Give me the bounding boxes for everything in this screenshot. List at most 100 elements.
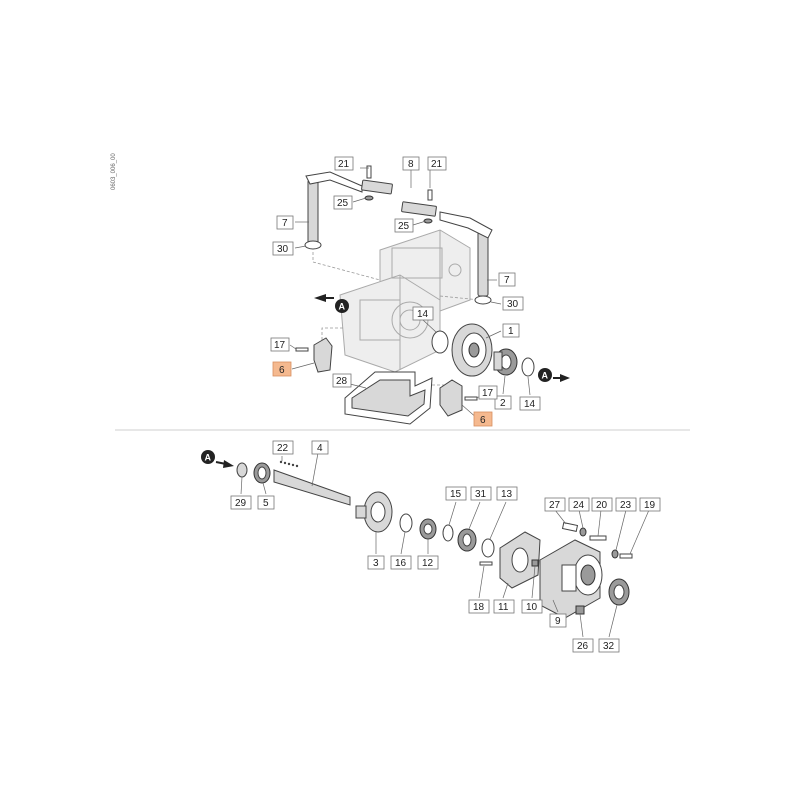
callout-25-right: 25 <box>394 218 414 233</box>
callout-16: 16 <box>390 555 412 570</box>
tray <box>344 371 433 425</box>
svg-text:32: 32 <box>603 641 615 652</box>
bolt-17-right <box>464 396 478 401</box>
upper-assembly: A A <box>289 165 570 425</box>
bearing-31 <box>457 528 477 552</box>
callout-14-upper: 14 <box>412 306 434 321</box>
svg-text:20: 20 <box>596 500 608 511</box>
callout-20: 20 <box>591 497 613 512</box>
svg-text:11: 11 <box>498 602 509 613</box>
svg-text:A: A <box>542 371 549 381</box>
bearing-32 <box>608 578 630 606</box>
plate-left <box>361 179 393 195</box>
washer-24 <box>579 527 587 537</box>
callout-13: 13 <box>496 486 518 501</box>
callout-1: 1 <box>502 323 520 338</box>
svg-text:6: 6 <box>279 365 285 376</box>
svg-text:31: 31 <box>475 489 487 500</box>
bolt-17-left <box>295 347 309 352</box>
assembly-line <box>321 327 345 340</box>
svg-text:12: 12 <box>422 558 434 569</box>
svg-text:28: 28 <box>336 376 348 387</box>
svg-text:23: 23 <box>620 500 632 511</box>
assembly-line <box>439 295 481 301</box>
callout-8: 8 <box>402 156 420 171</box>
bolt-18 <box>479 561 493 566</box>
svg-text:30: 30 <box>277 244 289 255</box>
svg-text:2: 2 <box>500 398 506 409</box>
section-marker-a-right: A <box>538 368 570 382</box>
svg-text:19: 19 <box>644 500 656 511</box>
callout-23: 23 <box>615 497 637 512</box>
callout-30-left: 30 <box>272 241 294 256</box>
svg-text:A: A <box>339 302 346 312</box>
section-marker-a-upper: A <box>314 294 349 313</box>
svg-text:14: 14 <box>524 399 536 410</box>
svg-text:3: 3 <box>373 558 379 569</box>
bolt-19 <box>619 553 633 559</box>
callout-17-left: 17 <box>270 337 290 352</box>
callout-22: 22 <box>272 440 294 455</box>
svg-text:25: 25 <box>398 221 410 232</box>
section-marker-a-lower: A <box>201 450 234 468</box>
pin-27 <box>561 522 579 532</box>
callout-21-right: 21 <box>427 156 447 171</box>
svg-text:21: 21 <box>431 159 443 170</box>
callout-27: 27 <box>544 497 566 512</box>
washer-25-left <box>364 195 374 201</box>
svg-text:5: 5 <box>263 498 269 509</box>
svg-text:4: 4 <box>317 443 323 454</box>
oring-14-right <box>521 357 535 377</box>
svg-text:17: 17 <box>482 388 494 399</box>
lever-left <box>304 171 363 250</box>
bolt-20 <box>589 535 607 541</box>
plate-11 <box>499 531 541 589</box>
callout-28: 28 <box>332 373 352 388</box>
callout-5: 5 <box>257 495 275 510</box>
svg-text:7: 7 <box>282 218 288 229</box>
pulley <box>451 323 493 377</box>
bolt-21-left <box>366 165 372 179</box>
callout-7-left: 7 <box>276 215 294 230</box>
callout-19: 19 <box>639 497 661 512</box>
svg-text:1: 1 <box>508 326 514 337</box>
callout-3: 3 <box>367 555 385 570</box>
lower-assembly: A <box>201 450 650 638</box>
svg-text:10: 10 <box>526 602 538 613</box>
svg-text:27: 27 <box>549 500 561 511</box>
gearbox-housing <box>339 229 471 373</box>
washer-25-right <box>423 218 433 224</box>
svg-text:6: 6 <box>480 415 486 426</box>
callout-21-left: 21 <box>334 156 354 171</box>
svg-text:A: A <box>205 453 212 463</box>
callout-12: 12 <box>417 555 439 570</box>
svg-text:22: 22 <box>277 443 289 454</box>
svg-text:30: 30 <box>507 299 519 310</box>
svg-text:16: 16 <box>395 558 407 569</box>
callout-11: 11 <box>493 599 515 614</box>
svg-text:29: 29 <box>235 498 247 509</box>
callout-6-right-highlighted: 6 <box>473 411 493 427</box>
callout-14-right: 14 <box>519 396 541 411</box>
plate-right <box>401 201 437 217</box>
shaft-4 <box>273 469 351 506</box>
washer-15 <box>442 524 454 542</box>
callout-7-right: 7 <box>498 272 516 287</box>
svg-text:17: 17 <box>274 340 286 351</box>
callout-30-right: 30 <box>502 296 524 311</box>
callout-31: 31 <box>470 486 492 501</box>
callout-32: 32 <box>598 638 620 653</box>
callout-2: 2 <box>494 395 512 410</box>
spring-12 <box>419 518 437 540</box>
callout-24: 24 <box>568 497 590 512</box>
oring-14-upper <box>431 330 449 354</box>
callout-6-left-highlighted: 6 <box>272 361 292 377</box>
screw-10 <box>531 559 539 567</box>
drawing-code: 0603_006_00 <box>111 153 117 190</box>
callout-10: 10 <box>521 599 543 614</box>
upper-callouts: 21 8 21 25 25 7 7 30 30 14 1 2 14 17 17 … <box>270 156 541 427</box>
plug-26 <box>575 605 585 615</box>
svg-text:26: 26 <box>577 641 589 652</box>
washer-16 <box>399 513 413 533</box>
bolt-21-right <box>427 189 433 201</box>
